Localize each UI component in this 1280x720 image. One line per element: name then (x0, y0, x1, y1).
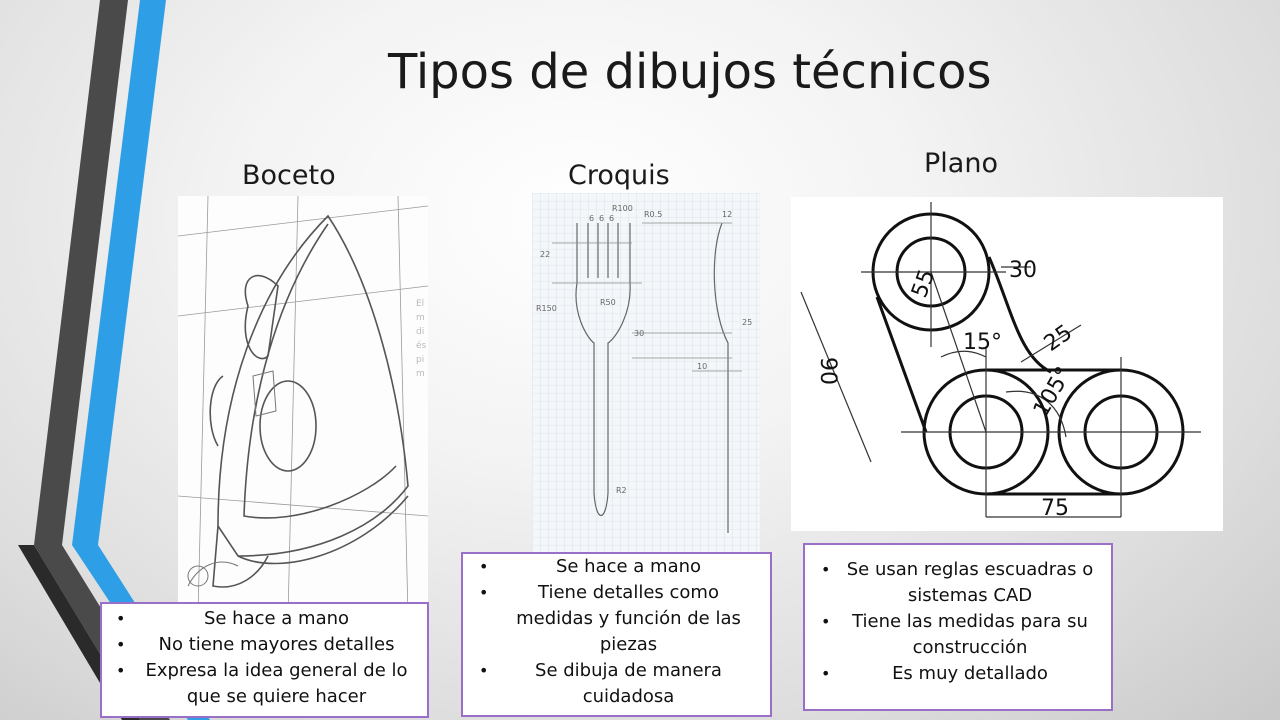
iron-sketch-drawing: El m di és pi m (178, 196, 428, 616)
svg-text:m: m (416, 313, 425, 323)
dim-75: 75 (1041, 496, 1069, 521)
bullet-item: Es muy detallado (821, 661, 1101, 687)
dim-25: 25 (742, 318, 752, 327)
bullet-item: No tiene mayores detalles (116, 632, 419, 658)
croquis-image: R100 6 6 6 R0.5 12 22 R150 R50 30 25 10 … (532, 193, 760, 553)
svg-text:di: di (416, 327, 424, 337)
label-plano: Plano (924, 148, 998, 179)
dim-90: 90 (815, 357, 840, 385)
dim-15deg: 15° (963, 330, 1002, 355)
svg-text:és: és (416, 340, 427, 351)
dim-30: 30 (634, 329, 644, 338)
label-croquis: Croquis (568, 160, 670, 191)
dim-22: 22 (540, 250, 550, 259)
bullet-item: Se dibuja de manera cuidadosa (479, 658, 760, 710)
bullet-item: Expresa la idea general de lo que se qui… (116, 658, 419, 710)
dim-12: 12 (722, 210, 732, 219)
note-croquis: Se hace a mano Tiene detalles como medid… (461, 552, 772, 717)
bullet-item: Tiene detalles como medidas y función de… (479, 580, 760, 658)
boceto-image: El m di és pi m (178, 196, 428, 616)
dim-6c: 6 (609, 214, 614, 223)
dim-r05: R0.5 (644, 210, 662, 219)
dim-r2: R2 (616, 486, 627, 495)
cad-drawing: 30 55 15° 25 105° 90 75 (791, 197, 1223, 531)
bullet-item: Se hace a mano (116, 606, 419, 632)
label-boceto: Boceto (242, 160, 336, 191)
note-plano: Se usan reglas escuadras o sistemas CAD … (803, 543, 1113, 711)
dim-6b: 6 (599, 214, 604, 223)
dim-r100: R100 (612, 204, 633, 213)
bullet-item: Se usan reglas escuadras o sistemas CAD (821, 557, 1101, 609)
plano-image: 30 55 15° 25 105° 90 75 (791, 197, 1223, 531)
svg-text:m: m (416, 369, 425, 379)
slide-title: Tipos de dibujos técnicos (388, 44, 992, 100)
dim-r150: R150 (536, 304, 557, 313)
dim-r50: R50 (600, 298, 616, 307)
fork-sketch-drawing: R100 6 6 6 R0.5 12 22 R150 R50 30 25 10 … (532, 193, 760, 553)
svg-text:pi: pi (416, 355, 424, 365)
bullet-item: Se hace a mano (479, 554, 760, 580)
svg-text:El: El (416, 299, 424, 309)
bullet-item: Tiene las medidas para su construcción (821, 609, 1101, 661)
dim-30: 30 (1009, 258, 1037, 283)
note-boceto: Se hace a mano No tiene mayores detalles… (100, 602, 429, 718)
dim-6a: 6 (589, 214, 594, 223)
dim-10: 10 (697, 362, 707, 371)
